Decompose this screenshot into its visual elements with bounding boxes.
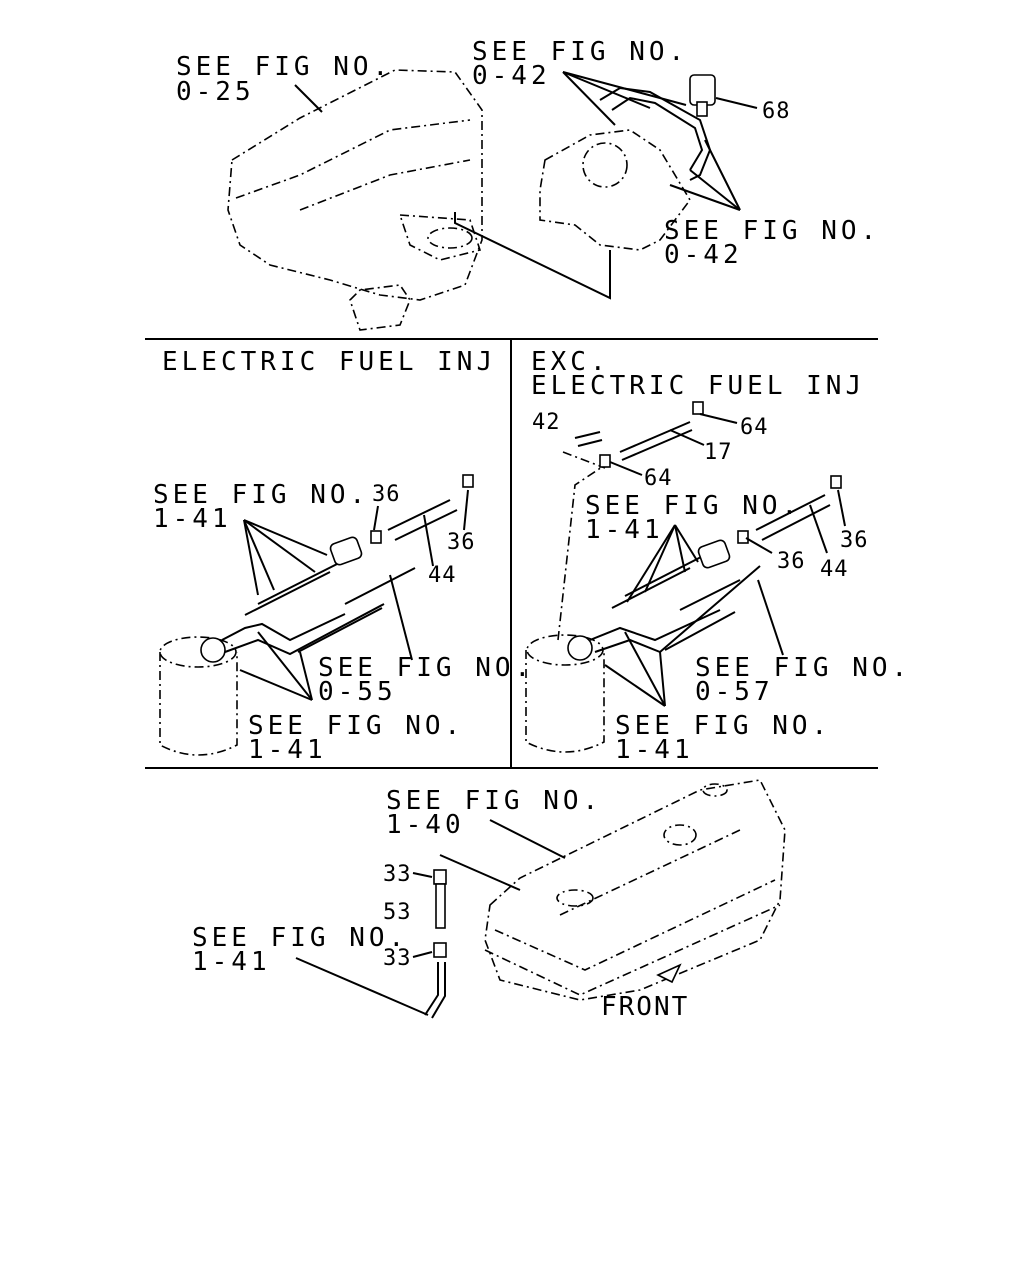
electric-ref-b-number: 0-55	[318, 677, 397, 707]
tank-ref-title: SEE FIG NO.	[386, 786, 603, 816]
exc-part-42-label: 42	[532, 410, 561, 435]
engine-drawing	[227, 69, 483, 331]
exc-part-64b-label: 64	[644, 466, 673, 491]
fuel-tank-drawing	[295, 779, 786, 1019]
exc-section-title-line1: EXC.	[531, 347, 610, 377]
part-53-label: 53	[383, 900, 412, 925]
ref-top-right-number: 0-42	[664, 240, 743, 270]
ref-top-left-number: 0-42	[472, 61, 551, 91]
exc-section-title-line2: ELECTRIC FUEL INJ	[531, 371, 866, 401]
ref-top-left-title: SEE FIG NO.	[472, 37, 689, 67]
exc-part-17-label: 17	[704, 440, 733, 465]
tank-ref-number: 1-40	[386, 810, 465, 840]
exc-ref-a-title: SEE FIG NO.	[585, 491, 802, 521]
pipe-ref-number: 1-41	[192, 947, 271, 977]
electric-ref-a-number: 1-41	[153, 504, 232, 534]
part-33b-label: 33	[383, 946, 412, 971]
electric-ref-c-title: SEE FIG NO.	[248, 711, 465, 741]
ref-engine-title: SEE FIG NO.	[176, 52, 393, 82]
exc-ref-c-number: 1-41	[615, 735, 694, 765]
electric-ref-b-title: SEE FIG NO.	[318, 653, 535, 683]
ref-engine-number: 0-25	[176, 77, 255, 107]
exc-ref-b-number: 0-57	[695, 677, 774, 707]
exc-drawing	[525, 401, 846, 753]
pipe-ref-title: SEE FIG NO.	[192, 923, 409, 953]
exc-ref-b-title: SEE FIG NO.	[695, 653, 912, 683]
exc-part-36b-label: 36	[777, 549, 806, 574]
electric-ref-a-title: SEE FIG NO.	[153, 480, 370, 510]
front-direction-label: FRONT	[601, 992, 690, 1022]
exc-part-36a-label: 36	[840, 528, 869, 553]
ref-top-right-title: SEE FIG NO.	[664, 216, 881, 246]
exc-part-64a-label: 64	[740, 415, 769, 440]
electric-section-title: ELECTRIC FUEL INJ	[162, 347, 497, 377]
electric-part-36a-label: 36	[372, 482, 401, 507]
electric-part-44-label: 44	[428, 563, 457, 588]
exc-part-44-label: 44	[820, 557, 849, 582]
electric-part-36b-label: 36	[447, 530, 476, 555]
electric-ref-c-number: 1-41	[248, 735, 327, 765]
part-68-label: 68	[762, 99, 791, 124]
top-leaders	[294, 71, 758, 300]
part-33a-label: 33	[383, 862, 412, 887]
exc-ref-c-title: SEE FIG NO.	[615, 711, 832, 741]
exc-ref-a-number: 1-41	[585, 515, 664, 545]
electric-drawing	[159, 474, 474, 756]
